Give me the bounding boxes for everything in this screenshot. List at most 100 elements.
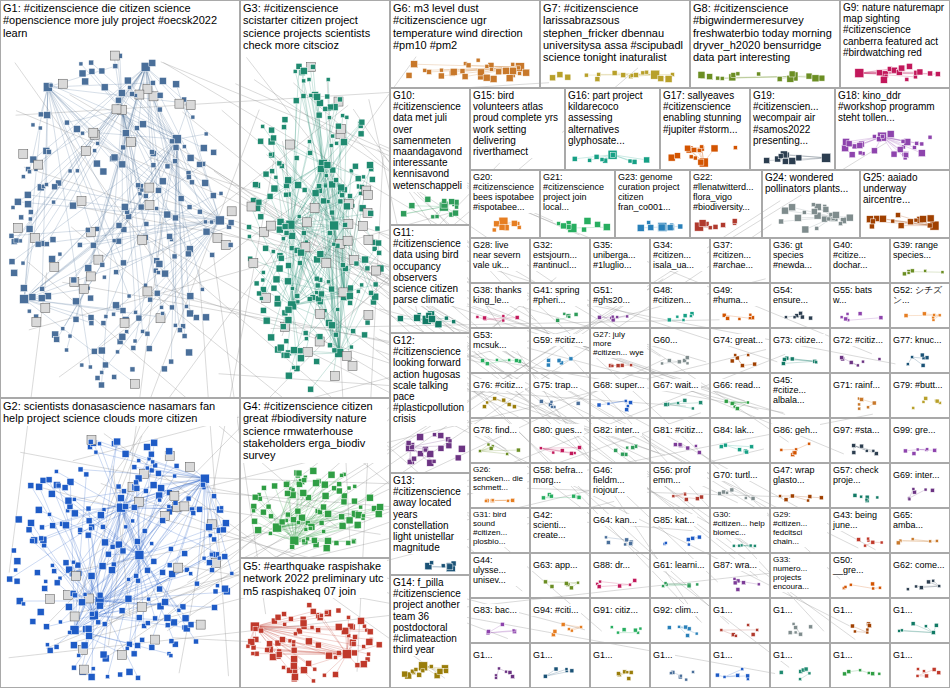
vertex [81, 147, 90, 156]
vertex [168, 546, 173, 551]
vertex-cluster [406, 58, 530, 82]
vertex-link [323, 164, 341, 202]
vertex [295, 182, 302, 189]
vertex [272, 483, 278, 489]
vertex [561, 223, 567, 229]
vertex [302, 478, 307, 483]
vertex [134, 480, 139, 485]
vertex [259, 296, 263, 300]
vertex-link [412, 205, 444, 207]
vertex [282, 117, 288, 123]
vertex-link [292, 238, 345, 305]
vertex-link [89, 438, 204, 479]
vertex [143, 488, 148, 493]
vertex [335, 141, 339, 145]
vertex [191, 115, 195, 119]
vertex [347, 615, 351, 619]
vertex [323, 106, 328, 111]
vertex [621, 73, 626, 78]
vertex [120, 548, 126, 554]
vertex [63, 560, 69, 566]
vertex [200, 145, 207, 152]
cross-link [161, 62, 872, 354]
vertex-link [53, 139, 176, 266]
vertex [137, 459, 141, 463]
vertex [336, 307, 340, 311]
vertex [510, 68, 517, 75]
vertex [252, 518, 258, 524]
vertex [377, 250, 382, 255]
vertex [331, 134, 335, 138]
vertex-link [100, 601, 138, 678]
vertex [72, 571, 81, 580]
vertex [222, 520, 229, 527]
vertex [215, 584, 219, 588]
vertex [88, 673, 95, 680]
vertex-link [75, 535, 211, 630]
vertex [134, 538, 140, 544]
vertex [184, 567, 189, 572]
vertex [316, 628, 321, 633]
vertex [58, 576, 62, 580]
vertex [28, 519, 35, 526]
vertex-link [255, 627, 318, 631]
vertex [151, 439, 158, 446]
vertex [608, 150, 617, 159]
vertex [292, 366, 296, 370]
vertex [367, 629, 373, 635]
vertex [806, 73, 812, 79]
vertex [920, 142, 924, 146]
vertex [78, 599, 85, 606]
vertex [782, 158, 788, 164]
vertex [343, 236, 352, 245]
vertex [56, 483, 61, 488]
vertex [32, 317, 41, 326]
vertex [285, 177, 292, 184]
vertex [401, 212, 406, 217]
vertex [584, 217, 591, 224]
vertex [72, 497, 76, 501]
vertex [215, 216, 224, 225]
vertex [115, 97, 121, 103]
vertex [375, 226, 380, 231]
vertex [35, 241, 41, 247]
vertex [899, 65, 905, 71]
vertex [147, 457, 151, 461]
vertex [72, 665, 77, 670]
vertex-link [127, 479, 205, 649]
vertex [322, 529, 326, 533]
vertex [275, 614, 281, 620]
vertex-link [31, 523, 94, 616]
vertex [186, 175, 191, 180]
vertex-link [283, 164, 323, 325]
vertex [597, 72, 601, 76]
vertex [658, 224, 665, 231]
vertex [276, 265, 283, 272]
vertex [425, 196, 431, 202]
vertex [431, 215, 435, 219]
vertex-link [113, 159, 220, 221]
vertex-link [323, 164, 375, 297]
vertex [312, 190, 319, 197]
vertex [279, 637, 285, 643]
vertex [353, 484, 357, 488]
vertex [177, 328, 182, 333]
vertex-link [147, 468, 205, 479]
vertex [170, 619, 177, 626]
vertex [200, 474, 209, 483]
vertex [137, 603, 146, 612]
vertex [30, 538, 35, 543]
vertex [332, 348, 337, 353]
vertex [483, 74, 490, 81]
vertex [302, 79, 306, 83]
vertex [88, 572, 95, 579]
vertex [147, 597, 151, 601]
vertex [297, 355, 304, 362]
vertex [435, 215, 439, 219]
vertex [612, 70, 617, 75]
vertex [124, 525, 128, 529]
vertex-link [48, 87, 90, 367]
vertex [134, 485, 140, 491]
vertex [291, 488, 295, 492]
vertex [263, 317, 270, 324]
